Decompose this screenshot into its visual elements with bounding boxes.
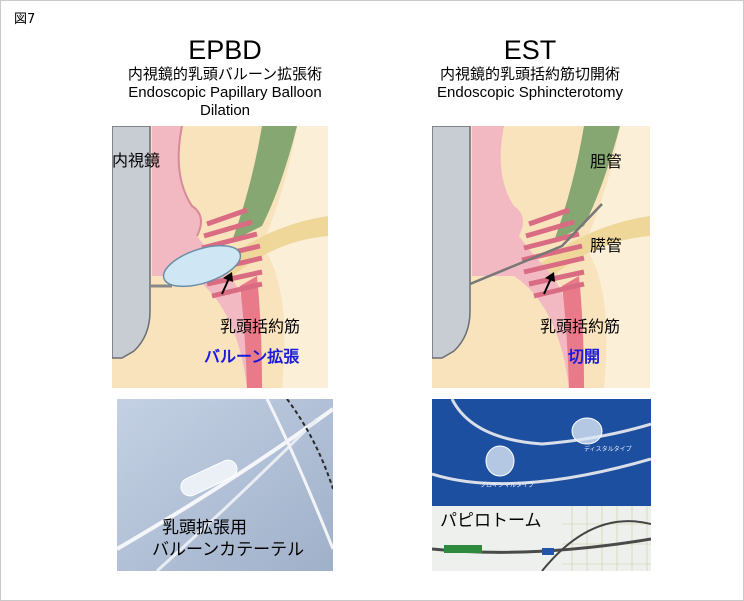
- balloon: [180, 459, 238, 497]
- endoscope-shape: [112, 126, 151, 359]
- est-english-name: Endoscopic Sphincterotomy: [437, 84, 623, 102]
- photo-caption-line2: バルーンカテーテル: [152, 540, 305, 560]
- photo-bottom-grid: [432, 506, 651, 571]
- proximal-type-label: プロキシマルタイプ: [480, 482, 535, 489]
- epbd-title: EPBD: [188, 35, 262, 65]
- endoscope-label: 内視鏡: [112, 151, 161, 170]
- bile-duct-label: 胆管: [590, 152, 623, 171]
- distal-type-label: ディスタルタイプ: [584, 446, 632, 453]
- guidewire: [286, 399, 333, 490]
- epbd-english-name-line1: Endoscopic Papillary Balloon: [128, 84, 322, 102]
- papilla-muscle: [562, 276, 584, 388]
- proximal-balloon: [485, 445, 515, 477]
- epbd-japanese-name: 内視鏡的乳頭バルーン拡張術: [127, 66, 323, 84]
- bile-duct: [554, 126, 620, 241]
- bile-duct: [232, 126, 297, 241]
- figure-label: 図7: [14, 12, 36, 27]
- outer-wall: [584, 126, 650, 388]
- epbd-anatomy-diagram: [112, 126, 328, 388]
- pancreatic-duct-label: 膵管: [590, 236, 623, 255]
- epbd-english-name-line2: Dilation: [199, 102, 251, 120]
- est-title: EST: [503, 35, 557, 65]
- duodenal-wall: [432, 126, 584, 388]
- endoscope-shape: [432, 126, 471, 359]
- grid-lines: [562, 506, 651, 571]
- balloon-catheter-photo: [117, 399, 333, 571]
- balloon-dilation-label: バルーン拡張: [204, 347, 300, 366]
- epbd-sphincter-label: 乳頭括約筋: [220, 317, 301, 336]
- photo-caption-line1: 乳頭拡張用: [162, 518, 247, 538]
- papillotome-photo: [432, 399, 651, 571]
- est-japanese-name: 内視鏡的乳頭括約筋切開術: [439, 66, 620, 84]
- incision-label: 切開: [568, 347, 601, 366]
- est-sphincter-label: 乳頭括約筋: [540, 317, 621, 336]
- papillotome-wire: [469, 203, 603, 286]
- distal-balloon: [571, 417, 603, 445]
- papillotome-caption: パピロトーム: [440, 511, 542, 531]
- est-anatomy-diagram: [432, 126, 650, 388]
- est-title-block: EST 内視鏡的乳頭括約筋切開術 Endoscopic Sphincteroto…: [400, 34, 660, 102]
- balloon: [162, 244, 242, 288]
- outer-wall: [262, 126, 328, 388]
- epbd-title-block: EPBD 内視鏡的乳頭バルーン拡張術 Endoscopic Papillary …: [95, 34, 355, 120]
- photo-top-blue: [432, 399, 651, 506]
- papilla-muscle: [240, 276, 262, 388]
